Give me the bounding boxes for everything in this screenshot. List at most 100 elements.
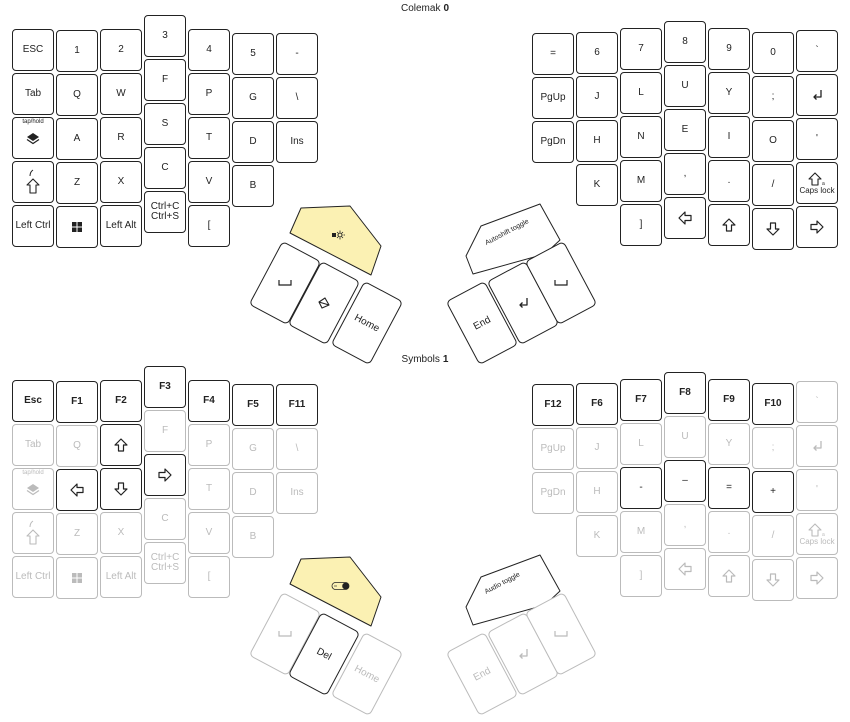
key-label: 8 [682, 36, 688, 47]
key: F5 [232, 384, 274, 426]
key: F [144, 59, 186, 101]
key-label: J [594, 442, 600, 453]
thumb-top-left-shape [289, 556, 382, 627]
key: U [664, 416, 706, 458]
key [796, 425, 838, 467]
key: G [232, 428, 274, 470]
key: F [144, 410, 186, 452]
key-label: V [205, 527, 213, 538]
key: . [708, 160, 750, 202]
key-label: - [295, 48, 299, 59]
arrow-up-icon [113, 437, 129, 453]
key: E [664, 109, 706, 151]
key: PgDn [532, 472, 574, 514]
key: V [188, 161, 230, 203]
key: M [620, 511, 662, 553]
key-label: F2 [115, 395, 127, 406]
key-label: B [249, 180, 257, 191]
key-label: Ins [290, 136, 304, 147]
key: G [232, 77, 274, 119]
arrow-up-icon [721, 568, 737, 584]
key: Z [56, 513, 98, 555]
key-label: A [73, 133, 81, 144]
key: P [188, 424, 230, 466]
key: ' [796, 118, 838, 160]
key-label: F8 [679, 387, 691, 398]
key-label: F7 [635, 394, 647, 405]
key: K [576, 515, 618, 557]
key: O [752, 120, 794, 162]
key-label: F1 [71, 396, 83, 407]
key: J [576, 427, 618, 469]
key-label: K [593, 179, 601, 190]
key-label: PgUp [540, 443, 566, 454]
key: ` [796, 30, 838, 72]
key: = [708, 467, 750, 509]
key-label: T [205, 132, 213, 143]
key [708, 555, 750, 597]
key [56, 469, 98, 511]
key-label: . [727, 526, 731, 537]
key-label: J [594, 91, 600, 102]
key-label: = [726, 482, 732, 493]
key: = [532, 33, 574, 75]
key: ' [796, 469, 838, 511]
key: ; [752, 76, 794, 118]
key: D [232, 121, 274, 163]
arrow-left-icon [69, 482, 85, 498]
key [708, 204, 750, 246]
tap-hold-label: tap/hold [22, 119, 44, 125]
key: F10 [752, 383, 794, 425]
layer-index: 1 [442, 354, 449, 365]
key-label: F12 [544, 399, 562, 410]
arrow-right-icon [157, 467, 173, 483]
key: 1 [56, 30, 98, 72]
arrow-right-icon [809, 570, 825, 586]
thumb-mid-left [287, 260, 361, 346]
key-label: I [727, 131, 731, 142]
key-label: H [593, 135, 601, 146]
key-label: X [117, 527, 125, 538]
key: K [576, 164, 618, 206]
key-label: U [681, 80, 689, 91]
key: F4 [188, 380, 230, 422]
key: B [232, 516, 274, 558]
key-label: Ins [290, 487, 304, 498]
key-label: 7 [638, 43, 644, 54]
key: V [188, 512, 230, 554]
key: I [708, 116, 750, 158]
layer-icon [25, 481, 41, 497]
key: tap/hold [12, 117, 54, 159]
key: Z [56, 162, 98, 204]
key: Y [708, 423, 750, 465]
key-label: P [205, 88, 213, 99]
key-label: Z [73, 177, 81, 188]
thumb-top-left [289, 556, 382, 627]
key-label: ' [816, 484, 818, 495]
key-label: D [249, 487, 257, 498]
key: Q [56, 425, 98, 467]
key-label: 5 [250, 48, 256, 59]
key-label: F10 [764, 398, 782, 409]
key: PgUp [532, 77, 574, 119]
key-label: – [682, 475, 688, 486]
key-label: B [249, 531, 257, 542]
key-label: F [161, 74, 169, 85]
key-label: Esc [24, 395, 42, 406]
key [752, 208, 794, 250]
key: M [620, 160, 662, 202]
key-label: = [550, 48, 556, 59]
key: / [752, 515, 794, 557]
key: R [100, 117, 142, 159]
key: , [664, 504, 706, 546]
enter-icon [515, 295, 531, 311]
key-label: X [117, 176, 125, 187]
key-label: T [205, 483, 213, 494]
shape-icon [317, 296, 331, 310]
thumb-label: End [471, 664, 493, 684]
key-label: + [770, 486, 776, 497]
key-label: Q [73, 89, 81, 100]
key: F8 [664, 372, 706, 414]
key-label: ; [771, 442, 775, 453]
